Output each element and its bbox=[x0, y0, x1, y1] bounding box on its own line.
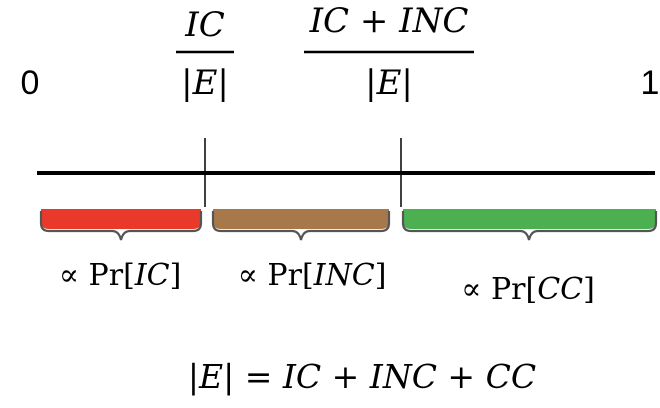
segment-ic-brace bbox=[39, 211, 203, 241]
segment-inc-bar bbox=[213, 209, 389, 229]
segment-cc-brace bbox=[401, 211, 658, 241]
fraction-2-denominator: |E| bbox=[365, 63, 413, 103]
fraction-1-numerator: IC bbox=[184, 5, 224, 45]
segment-inc-brace bbox=[211, 211, 391, 241]
fraction-ic-inc-over-e: IC + INC |E| bbox=[304, 1, 474, 103]
fraction-1-denominator: |E| bbox=[181, 63, 229, 103]
segment-cc-label: ∝ Pr[CC] bbox=[461, 272, 595, 307]
segment-inc: ∝ Pr[INC] bbox=[211, 209, 391, 293]
segment-cc: ∝ Pr[CC] bbox=[401, 209, 658, 307]
fraction-ic-over-e: IC |E| bbox=[176, 5, 234, 103]
segment-ic: ∝ Pr[IC] bbox=[39, 209, 203, 293]
total-equation: |E| = IC + INC + CC bbox=[188, 357, 536, 396]
segment-cc-bar bbox=[403, 209, 656, 229]
segment-inc-label: ∝ Pr[INC] bbox=[238, 258, 387, 293]
segment-ic-bar bbox=[41, 209, 201, 229]
fraction-2-numerator: IC + INC bbox=[309, 1, 469, 41]
axis-start-label: 0 bbox=[21, 64, 40, 102]
segment-ic-label: ∝ Pr[IC] bbox=[59, 258, 182, 293]
axis-end-label: 1 bbox=[641, 64, 660, 102]
